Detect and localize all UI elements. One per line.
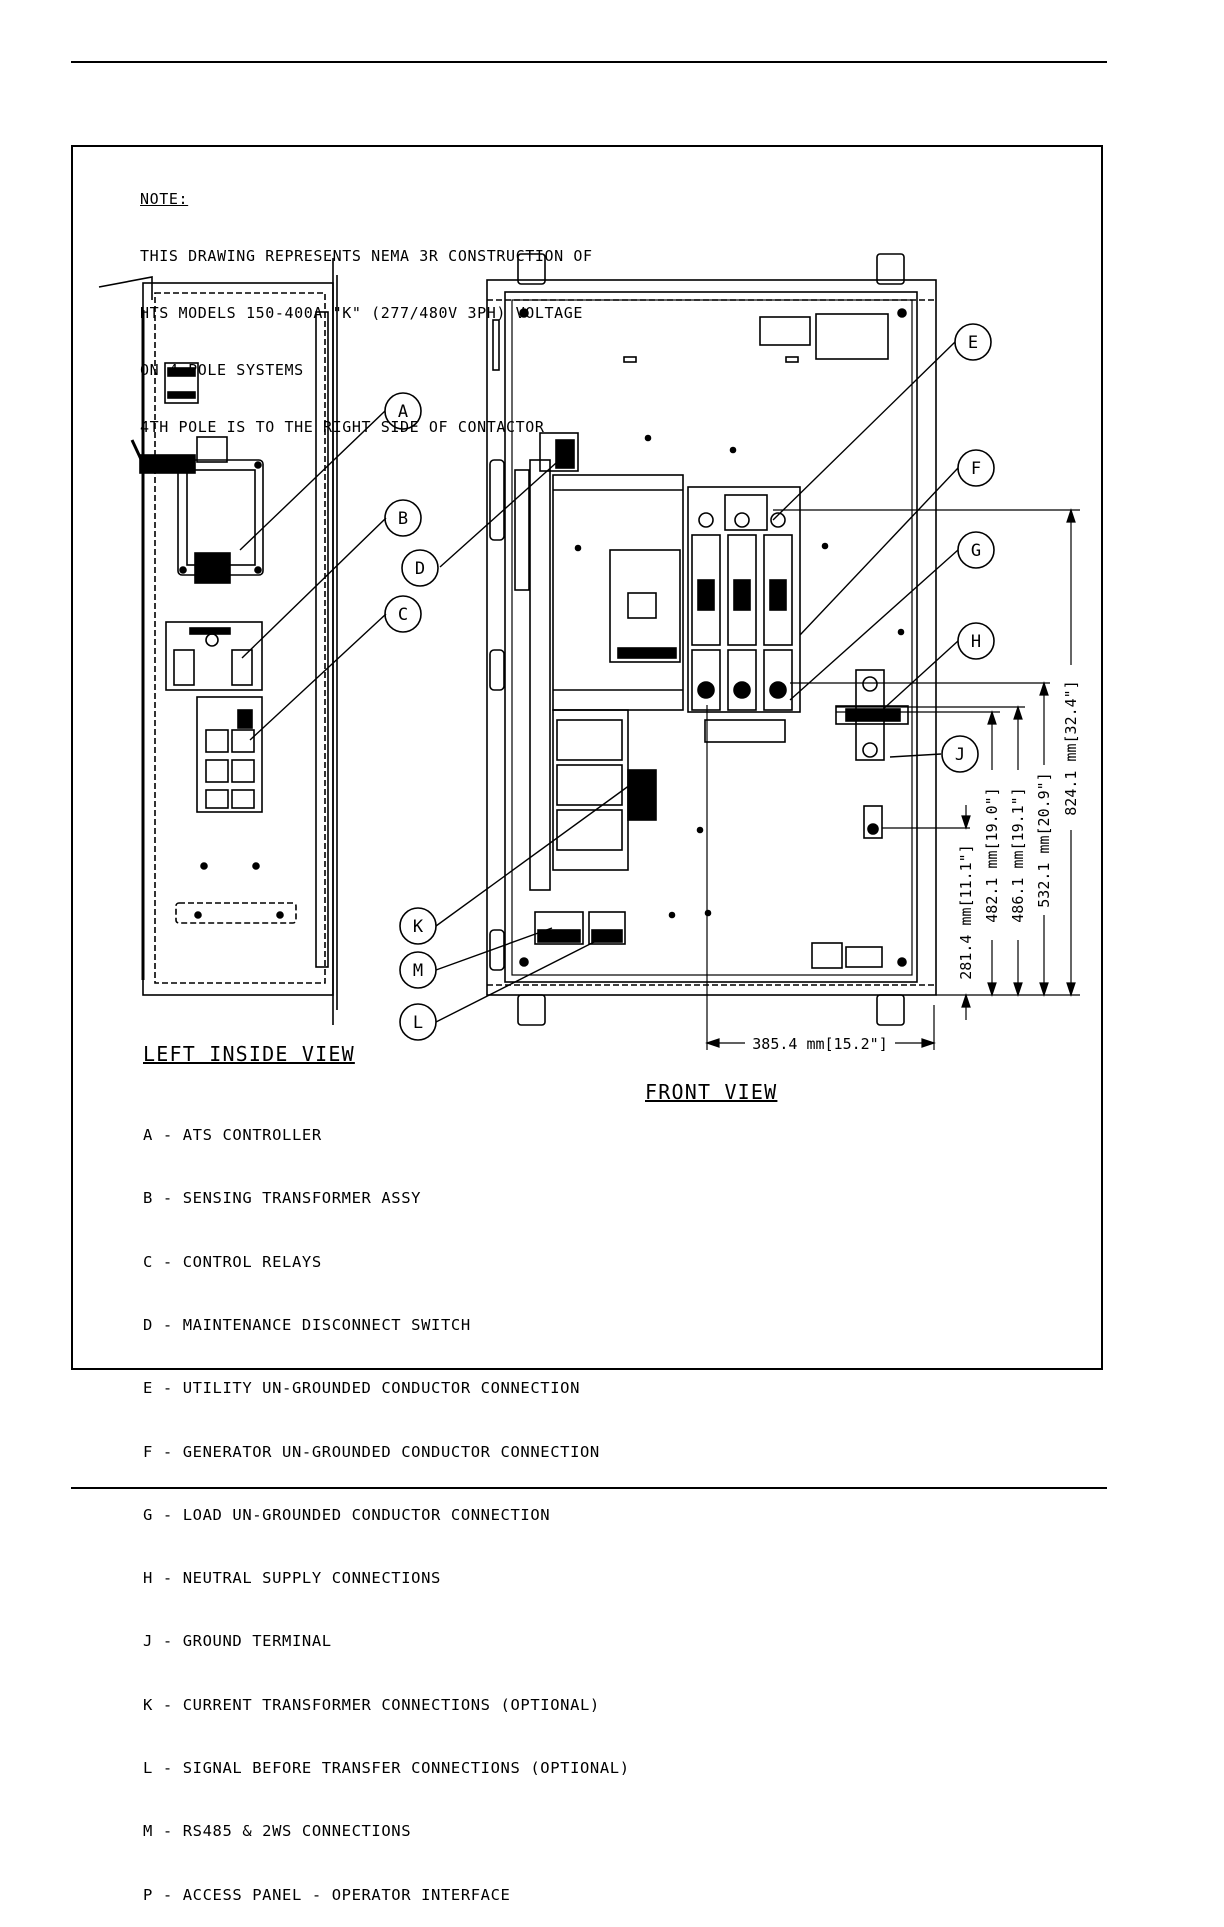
top-rule [71, 61, 1107, 63]
callout-m: M [413, 961, 423, 981]
callout-k: K [413, 917, 424, 937]
note-line: 4TH POLE IS TO THE RIGHT SIDE OF CONTACT… [140, 418, 545, 436]
callout-f: F [971, 459, 981, 479]
legend-item: G - LOAD UN-GROUNDED CONDUCTOR CONNECTIO… [143, 1505, 551, 1524]
left-view-title: LEFT INSIDE VIEW [143, 1042, 355, 1066]
legend-item: P - ACCESS PANEL - OPERATOR INTERFACE [143, 1885, 511, 1904]
dimension-d5: 824.1 mm[32.4"] [1062, 680, 1080, 815]
note-line: HTS MODELS 150-400A "K" (277/480V 3PH) V… [140, 304, 584, 322]
legend-list: A - ATS CONTROLLER B - SENSING TRANSFORM… [143, 1083, 630, 1927]
front-view [486, 253, 937, 1026]
note-line: THIS DRAWING REPRESENTS NEMA 3R CONSTRUC… [140, 247, 593, 265]
left-inside-view [98, 258, 338, 1025]
callout-h: H [971, 632, 981, 652]
legend-item: C - CONTROL RELAYS [143, 1252, 322, 1271]
dimension-d4: 532.1 mm[20.9"] [1035, 772, 1053, 907]
legend-item: L - SIGNAL BEFORE TRANSFER CONNECTIONS (… [143, 1759, 630, 1777]
callout-bubbles [384, 323, 995, 1041]
legend-item: J - GROUND TERMINAL [143, 1632, 332, 1651]
callout-c: C [398, 605, 408, 625]
callout-d: D [415, 559, 425, 579]
legend-item: B - SENSING TRANSFORMER ASSY [143, 1189, 422, 1208]
callout-l: L [413, 1013, 423, 1033]
legend-item: E - UTILITY UN-GROUNDED CONDUCTOR CONNEC… [143, 1379, 580, 1398]
dimension-width: 385.4 mm[15.2"] [752, 1035, 887, 1053]
legend-item: A - ATS CONTROLLER [143, 1126, 322, 1145]
callout-j: J [955, 745, 965, 765]
callout-e: E [968, 333, 978, 353]
callout-letters: A B C D E F G H J K M L [398, 333, 981, 1033]
note-heading: NOTE: [140, 190, 189, 208]
dimension-lines [705, 508, 1080, 1050]
callout-g: G [971, 541, 981, 561]
legend-item: F - GENERATOR UN-GROUNDED CONDUCTOR CONN… [143, 1442, 600, 1461]
dimension-d3: 486.1 mm[19.1"] [1009, 787, 1027, 922]
dimension-labels: 385.4 mm[15.2"] 281.4 mm[11.1"] 482.1 mm… [752, 680, 1080, 1053]
enclosure-drawing: A B C D E F G H J K M L [98, 253, 1080, 1053]
note-block: NOTE: THIS DRAWING REPRESENTS NEMA 3R CO… [140, 152, 593, 456]
callout-leaders [239, 341, 959, 1023]
callout-a: A [398, 402, 408, 422]
dimension-d1: 281.4 mm[11.1"] [957, 844, 975, 979]
legend-item: K - CURRENT TRANSFORMER CONNECTIONS (OPT… [143, 1695, 600, 1714]
dimension-d2: 482.1 mm[19.0"] [983, 787, 1001, 922]
callout-b: B [398, 509, 408, 529]
legend-item: D - MAINTENANCE DISCONNECT SWITCH [143, 1316, 471, 1335]
drawing-frame [71, 145, 1103, 1370]
bottom-rule [71, 1487, 1107, 1489]
legend-item: M - RS485 & 2WS CONNECTIONS [143, 1822, 412, 1841]
legend-item: H - NEUTRAL SUPPLY CONNECTIONS [143, 1569, 441, 1588]
front-view-title: FRONT VIEW [645, 1080, 778, 1104]
